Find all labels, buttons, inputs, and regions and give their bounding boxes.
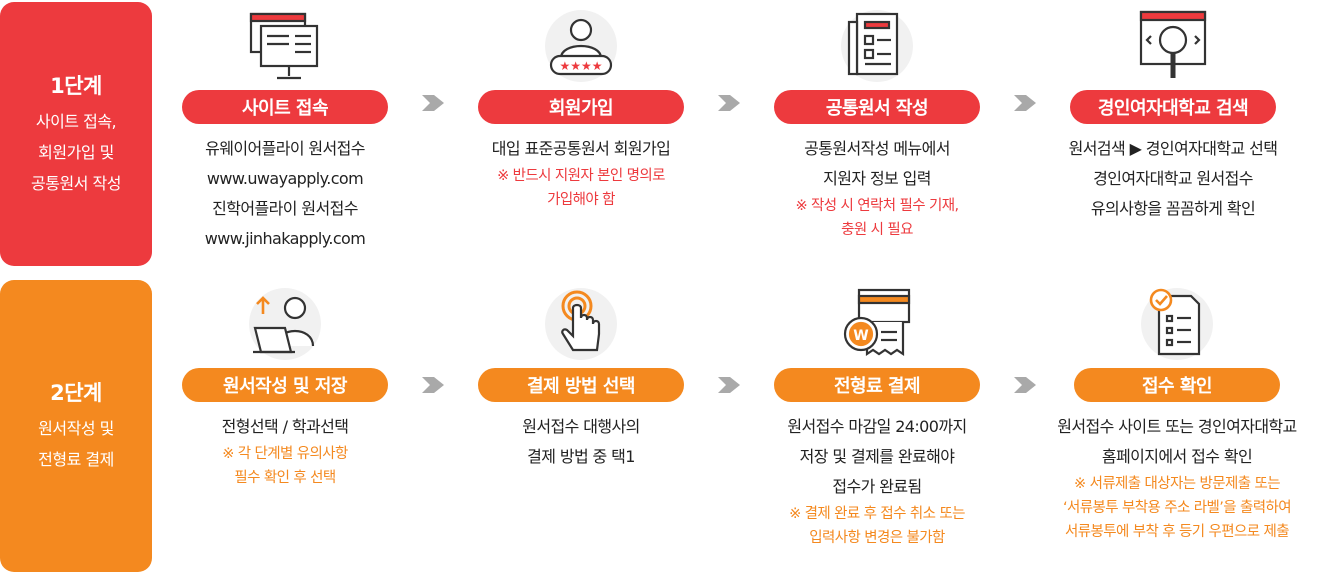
note-line: 충원 시 필요 [841,222,913,238]
note-line: 가입해야 함 [547,192,615,208]
stage-title: 2단계 [50,381,102,405]
body-line: 대입 표준공통원서 회원가입 [491,139,671,158]
stage-2-box: 2단계 원서작성 및 전형료 결제 [0,280,152,572]
body-line: 진학어플라이 원서접수 [212,199,358,218]
stage-description: 사이트 접속, 회원가입 및 공통원서 작성 [31,111,121,193]
step-body: 대입 표준공통원서 회원가입 ※ 반드시 지원자 본인 명의로 가입해야 함 [446,134,716,212]
stage-description: 원서작성 및 전형료 결제 [38,419,114,469]
step-body: 원서접수 마감일 24:00까지 저장 및 결제를 완료해야 접수가 완료됨 ※… [742,412,1012,550]
step-note: ※ 작성 시 연락처 필수 기재, 충원 시 필요 [742,194,1012,242]
body-line: 경인여자대학교 원서접수 [1093,169,1253,188]
note-line: 필수 확인 후 선택 [234,470,336,486]
body-line: 유의사항을 꼼꼼하게 확인 [1090,199,1256,218]
stage-title: 1단계 [50,73,102,98]
arrow-right-icon [420,372,446,398]
body-line: www.jinhakapply.com [204,229,366,248]
user-laptop-upload-icon [245,284,325,364]
step-body: 원서검색 ▶ 경인여자대학교 선택 경인여자대학교 원서접수 유의사항을 꼼꼼하… [1038,134,1308,224]
note-line: ※ 서류제출 대상자는 방문제출 또는 [1074,476,1281,492]
step-label: 접수 확인 [1074,368,1280,402]
arrow-right-icon [716,90,742,116]
body-line: 저장 및 결제를 완료해야 [799,447,955,466]
note-line: ※ 결제 완료 후 접수 취소 또는 [789,506,965,522]
step-note: ※ 각 단계별 유의사항 필수 확인 후 선택 [150,442,420,490]
body-line: 홈페이지에서 접수 확인 [1101,447,1253,466]
arrow-right-icon [1012,90,1038,116]
touch-tap-icon [541,284,621,364]
step-label: 결제 방법 선택 [478,368,684,402]
computer-monitor-icon [245,6,325,86]
arrow-right-icon [1012,372,1038,398]
browser-search-icon [1133,6,1213,86]
step-note: ※ 반드시 지원자 본인 명의로 가입해야 함 [446,164,716,212]
step-label: 공통원서 작성 [774,90,980,124]
step-body: 유웨이어플라이 원서접수 www.uwayapply.com 진학어플라이 원서… [150,134,420,254]
step-label: 회원가입 [478,90,684,124]
body-line: 원서접수 마감일 24:00까지 [787,417,967,436]
svg-text:W: W [853,328,868,344]
step-label: 원서작성 및 저장 [182,368,388,402]
arrow-right-icon [420,90,446,116]
body-line: 유웨이어플라이 원서접수 [205,139,365,158]
note-line: 입력사항 변경은 불가함 [809,530,945,546]
body-line: 전형선택 / 학과선택 [221,417,349,436]
note-line: ※ 반드시 지원자 본인 명의로 [497,168,665,184]
step-note: ※ 결제 완료 후 접수 취소 또는 입력사항 변경은 불가함 [742,502,1012,550]
body-line: 원서검색 ▶ 경인여자대학교 선택 [1068,139,1278,158]
member-rating-icon: ★★★★ [541,6,621,86]
body-line: 공통원서작성 메뉴에서 [804,139,950,158]
application-form-icon [837,6,917,86]
checklist-document-icon [1137,284,1217,364]
arrow-right-icon [716,372,742,398]
card-payment-won-icon: W [837,284,917,364]
body-line: 원서접수 사이트 또는 경인여자대학교 [1057,417,1297,436]
body-line: 접수가 완료됨 [832,477,922,496]
body-line: 원서접수 대행사의 [522,417,640,436]
svg-text:★★★★: ★★★★ [559,59,602,73]
step-body: 원서접수 사이트 또는 경인여자대학교 홈페이지에서 접수 확인 ※ 서류제출 … [1042,412,1312,544]
step-label: 사이트 접속 [182,90,388,124]
note-line: 서류봉투에 부착 후 등기 우편으로 제출 [1065,524,1289,540]
step-body: 공통원서작성 메뉴에서 지원자 정보 입력 ※ 작성 시 연락처 필수 기재, … [742,134,1012,242]
note-line: ‘서류봉투 부착용 주소 라벨’을 출력하여 [1063,500,1292,516]
step-body: 원서접수 대행사의 결제 방법 중 택1 [446,412,716,472]
step-label: 전형료 결제 [774,368,980,402]
body-line: 지원자 정보 입력 [823,169,931,188]
step-note: ※ 서류제출 대상자는 방문제출 또는 ‘서류봉투 부착용 주소 라벨’을 출력… [1042,472,1312,544]
step-label: 경인여자대학교 검색 [1070,90,1276,124]
note-line: ※ 각 단계별 유의사항 [222,446,348,462]
step-body: 전형선택 / 학과선택 ※ 각 단계별 유의사항 필수 확인 후 선택 [150,412,420,490]
stage-1-box: 1단계 사이트 접속, 회원가입 및 공통원서 작성 [0,2,152,266]
body-line: 결제 방법 중 택1 [527,447,635,466]
note-line: ※ 작성 시 연락처 필수 기재, [795,198,959,214]
body-line: www.uwayapply.com [206,169,364,188]
